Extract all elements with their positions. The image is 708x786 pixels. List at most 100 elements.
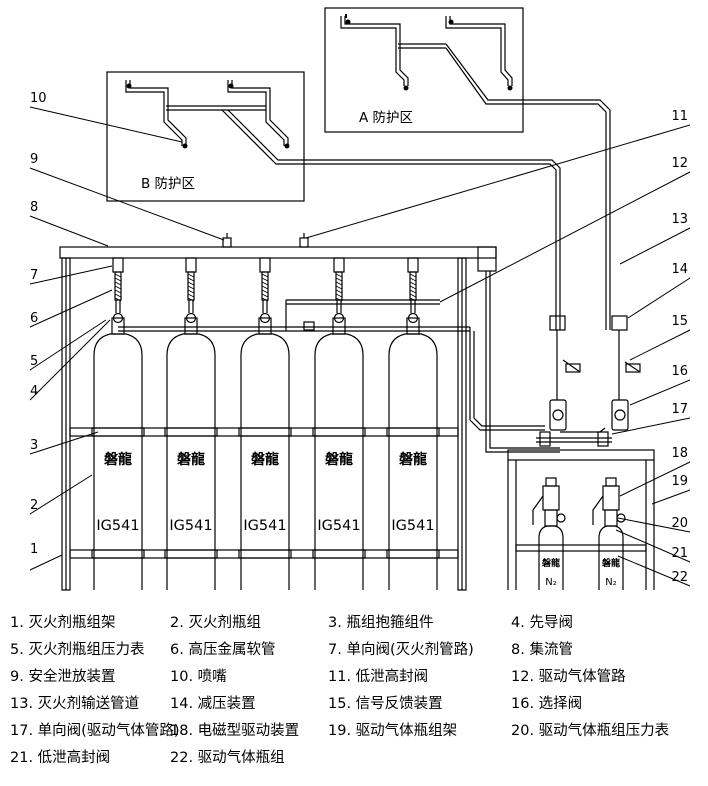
system-diagram: A 防护区 B 防护区 [29,7,691,591]
pilot-valve [258,317,272,335]
cylinder-brand: 磐龍 [324,451,353,468]
cylinder-model: IG541 [96,518,139,534]
pilot-valve [406,317,420,335]
zone-b-frame [106,71,305,202]
agent-cylinder: 磐龍 IG541 [238,257,292,590]
pressure-gauge [333,312,345,324]
legend-item-19: 19. 驱动气体瓶组架 [328,723,458,739]
pilot-valve [184,317,198,335]
legend-item-22: 22. 驱动气体瓶组 [170,750,285,766]
cylinder-model: IG541 [243,518,286,534]
legend-item-1: 1. 灭火剂瓶组架 [10,615,116,631]
callout-number-19: 19 [671,474,688,489]
callout-number-17: 17 [671,402,688,417]
callout-number-22: 22 [671,570,688,585]
cylinder-strap [238,427,292,437]
callout-number-20: 20 [671,516,688,531]
check-valve [333,257,345,273]
zone-a-frame [324,7,524,133]
main-rack [61,257,467,591]
legend-item-9: 9. 安全泄放装置 [10,669,116,685]
legend-item-3: 3. 瓶组抱箍组件 [328,615,434,631]
check-valve [185,257,197,273]
pressure-gauge [259,312,271,324]
drive-gas-rack [507,449,655,590]
low-leak-valve-b [549,315,566,331]
callout-number-12: 12 [671,156,688,171]
callout-number-5: 5 [30,354,38,369]
drive-gas-gauge [556,513,566,523]
callout-number-1: 1 [30,542,38,557]
check-valve [112,257,124,273]
zone-a: A 防护区 [324,7,611,330]
agent-cylinder: 磐龍 IG541 [386,257,440,590]
cylinder-brand: 磐龍 [250,451,279,468]
cylinder-strap [91,427,145,437]
manifold [59,233,560,453]
metal-hose [187,271,195,302]
low-leak-valve-a [611,315,628,331]
legend-item-16: 16. 选择阀 [511,696,583,712]
selector-valves [536,315,641,447]
zone-b-nozzles [126,83,290,149]
zone-b-label: B 防护区 [141,176,195,192]
driver-gas: N₂ [605,577,617,588]
callout-number-13: 13 [671,212,688,227]
callout-number-9: 9 [30,152,38,167]
zone-a-label: A 防护区 [359,110,413,126]
cylinder-strap [312,427,366,437]
driver-gas: N₂ [545,577,557,588]
zone-a-pipes [340,14,611,330]
check-valve [407,257,419,273]
cylinder-strap [386,427,440,437]
legend-item-7: 7. 单向阀(灭火剂管路) [328,642,474,658]
legend-item-17: 17. 单向阀(驱动气体管路) [10,723,180,739]
pilot-valve [332,317,346,335]
legend-item-12: 12. 驱动气体管路 [511,669,626,685]
manifold-pipe [59,246,497,259]
callout-number-6: 6 [30,311,38,326]
cylinder-model: IG541 [169,518,212,534]
metal-hose [335,271,343,302]
safety-relief-device [222,233,309,248]
metal-hose [114,271,122,302]
zone-b: B 防护区 [106,71,561,330]
cylinder-brand: 磐龍 [398,451,427,468]
legend-item-14: 14. 减压装置 [170,696,256,712]
cylinder-model: IG541 [317,518,360,534]
callout-number-18: 18 [671,446,688,461]
solenoid-actuator [542,485,560,511]
pressure-gauge [112,312,124,324]
legend-item-5: 5. 灭火剂瓶组压力表 [10,642,145,658]
zone-a-nozzles [345,19,513,91]
legend-item-6: 6. 高压金属软管 [170,642,276,658]
callout-number-4: 4 [30,384,38,399]
callout-number-3: 3 [30,438,38,453]
callout-number-8: 8 [30,200,38,215]
legend-item-21: 21. 低泄高封阀 [10,750,111,766]
legend-item-11: 11. 低泄高封阀 [328,669,429,685]
solenoid-actuator [602,485,620,511]
legend-item-10: 10. 喷嘴 [170,669,227,685]
callout-number-10: 10 [30,91,47,106]
callout-number-21: 21 [671,546,688,561]
agent-cylinder: 磐龍 IG541 [312,257,366,590]
callout-leaders [29,106,691,587]
legend-item-13: 13. 灭火剂输送管道 [10,696,140,712]
callout-number-11: 11 [671,109,688,124]
legend-item-4: 4. 先导阀 [511,615,573,631]
check-valve [259,257,271,273]
metal-hose [261,271,269,302]
callout-number-14: 14 [671,262,688,277]
callout-number-16: 16 [671,364,688,379]
legend-item-8: 8. 集流管 [511,642,573,658]
manifold-end [477,246,497,272]
callout-number-2: 2 [30,498,38,513]
cylinder-model: IG541 [391,518,434,534]
cylinder-brand: 磐龍 [103,451,132,468]
